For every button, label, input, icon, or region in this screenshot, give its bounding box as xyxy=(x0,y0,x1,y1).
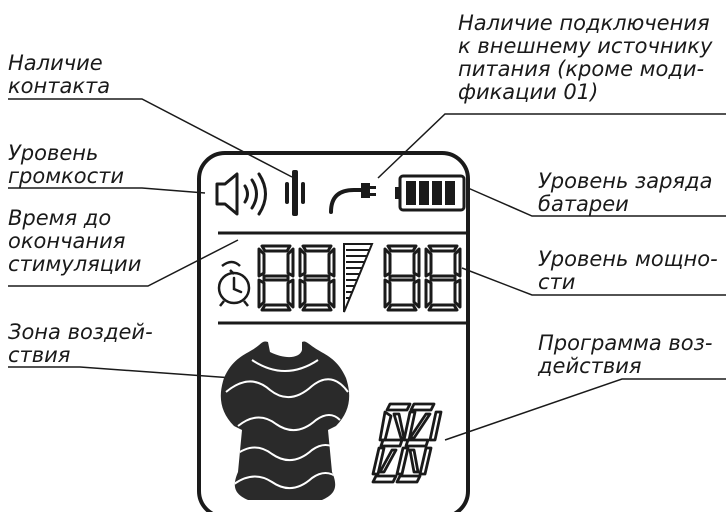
label-program: Программа воз- действия xyxy=(538,332,712,378)
alarm-clock-icon xyxy=(217,260,251,307)
label-volume: Уровень громкости xyxy=(8,142,124,188)
label-intensity-line: Уровень мощно- xyxy=(538,247,718,271)
label-battery: Уровень заряда батареи xyxy=(538,170,712,216)
label-power-line: к внешнему источнику xyxy=(458,34,713,58)
label-zone: Зона воздей- ствия xyxy=(8,321,153,367)
wedge-icon xyxy=(343,243,374,313)
label-volume-line: Уровень xyxy=(8,141,99,165)
leader-program xyxy=(444,378,726,441)
sixteen-seg-digit xyxy=(371,402,443,484)
leader-contact xyxy=(8,98,293,178)
label-intensity: Уровень мощно- сти xyxy=(538,248,718,294)
leader-battery xyxy=(467,187,726,217)
seven-seg-digit xyxy=(383,244,421,312)
intensity-digits xyxy=(383,244,462,312)
plug-icon xyxy=(329,183,376,214)
label-time-line: стимуляции xyxy=(8,252,142,276)
label-power: Наличие подключения к внешнему источнику… xyxy=(458,12,712,104)
seven-seg-digit xyxy=(424,244,462,312)
label-time-line: Время до xyxy=(8,206,112,230)
label-zone-line: Зона воздей- xyxy=(8,320,153,344)
label-contact: Наличие контакта xyxy=(8,52,110,98)
seven-seg-digit xyxy=(298,244,336,312)
label-power-line: фикации 01) xyxy=(458,80,599,104)
label-battery-line: Уровень заряда xyxy=(538,169,713,193)
label-volume-line: громкости xyxy=(8,164,125,188)
leader-volume xyxy=(8,187,206,194)
label-zone-line: ствия xyxy=(8,343,71,367)
leader-zone xyxy=(8,366,234,379)
battery-icon xyxy=(395,174,466,212)
label-contact-line: контакта xyxy=(8,74,111,98)
contact-icon xyxy=(285,170,305,216)
leader-intensity xyxy=(461,267,726,296)
speaker-icon xyxy=(215,172,267,216)
torso-icon xyxy=(220,341,350,500)
label-program-line: Программа воз- xyxy=(538,331,713,355)
label-power-line: питания (кроме моди- xyxy=(458,57,705,81)
display-frame xyxy=(197,151,470,512)
label-battery-line: батареи xyxy=(538,192,629,216)
label-time-line: окончания xyxy=(8,229,126,253)
time-digits xyxy=(257,244,336,312)
label-time: Время до окончания стимуляции xyxy=(8,207,141,276)
leader-time xyxy=(8,239,239,287)
label-program-line: действия xyxy=(538,354,642,378)
label-contact-line: Наличие xyxy=(8,51,103,75)
leader-power xyxy=(377,113,726,179)
label-power-line: Наличие подключения xyxy=(458,11,710,35)
seven-seg-digit xyxy=(257,244,295,312)
label-intensity-line: сти xyxy=(538,270,576,294)
